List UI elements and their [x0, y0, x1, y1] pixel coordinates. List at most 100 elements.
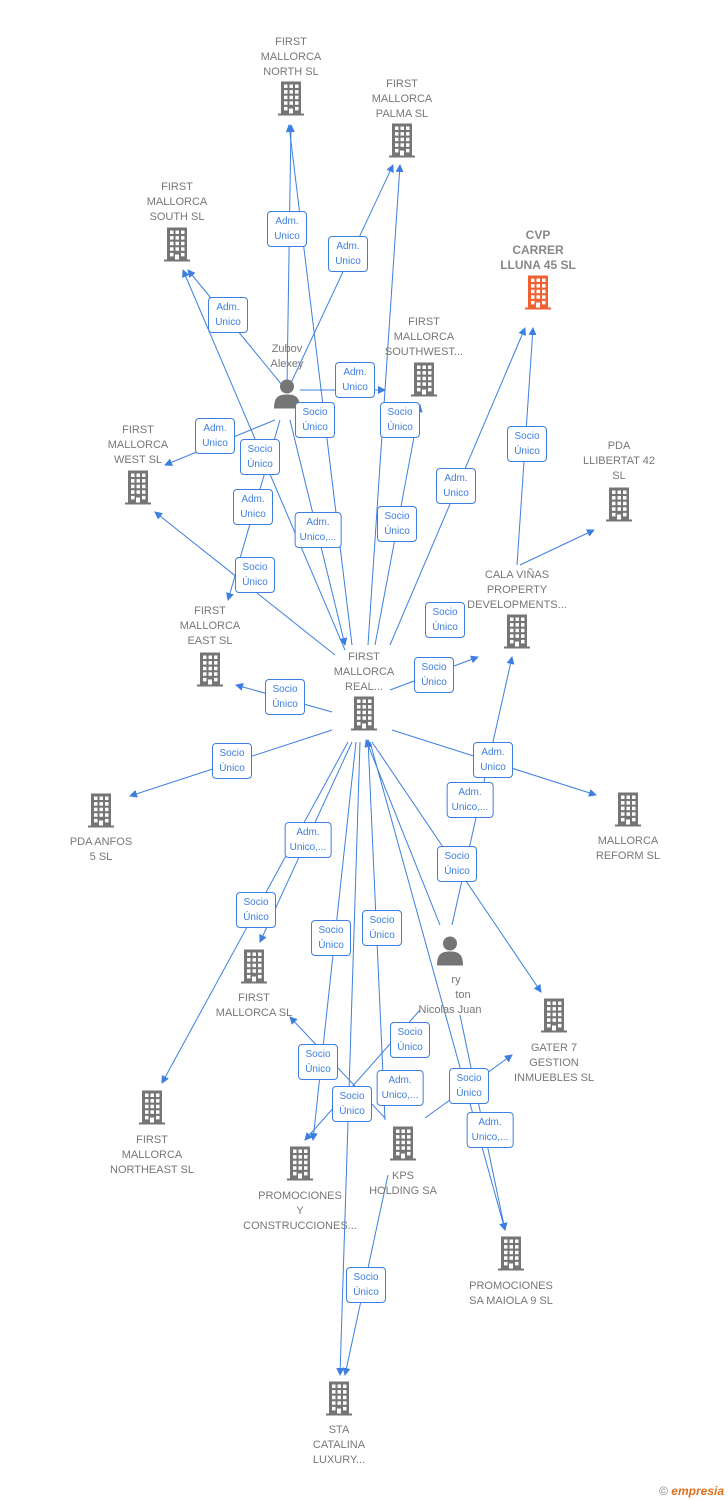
role-badge-text: Único	[353, 1287, 379, 1298]
role-badge-text: Adm.	[481, 747, 505, 758]
role-badge-text: Unico,...	[289, 842, 327, 853]
role-badge-text: Único	[302, 422, 328, 433]
role-badge-text: Socio	[444, 851, 470, 862]
brand-footer[interactable]: © empresia	[659, 1484, 724, 1498]
building-icon[interactable]	[139, 1090, 165, 1130]
role-badge-text: Único	[514, 446, 540, 457]
person-icon[interactable]	[436, 936, 464, 971]
role-badge-text: Adm.	[458, 787, 482, 798]
role-badge-text: Único	[305, 1064, 331, 1075]
building-icon[interactable]	[88, 793, 114, 833]
building-icon[interactable]	[390, 1126, 416, 1166]
role-badge-text: Unico,...	[299, 532, 337, 543]
role-badge-text: Adm.	[306, 517, 330, 528]
building-icon[interactable]	[241, 949, 267, 989]
role-badge-text: Socio	[353, 1272, 379, 1283]
role-badge[interactable]: Adm.Unico	[195, 418, 235, 454]
building-icon[interactable]	[125, 470, 151, 510]
relation-edge	[336, 741, 361, 1376]
role-badge-text: Unico	[240, 509, 266, 520]
role-badge-text: Único	[444, 866, 470, 877]
building-icon[interactable]	[504, 614, 530, 654]
role-badge-text: Unico,...	[471, 1132, 509, 1143]
role-badge-text: Socio	[243, 897, 269, 908]
role-badge-text: Socio	[219, 748, 245, 759]
role-badge-text: Socio	[432, 607, 458, 618]
building-icon[interactable]	[541, 998, 567, 1038]
building-icon[interactable]	[326, 1381, 352, 1421]
role-badge-text: Adm.	[241, 494, 265, 505]
role-badge-text: Unico	[443, 488, 469, 499]
role-badge-text: Único	[247, 459, 273, 470]
building-icon[interactable]	[278, 81, 304, 121]
role-badge-text: Socio	[369, 915, 395, 926]
building-icon[interactable]	[606, 487, 632, 527]
role-badge-text: Socio	[397, 1027, 423, 1038]
building-icon[interactable]	[498, 1236, 524, 1276]
role-badge-text: Unico	[215, 317, 241, 328]
role-badge-text: Adm.	[388, 1075, 412, 1086]
person-icon[interactable]	[273, 379, 301, 414]
role-badge-text: Único	[384, 526, 410, 537]
role-badge[interactable]: Adm. Unico	[473, 742, 513, 778]
role-badge-text: Adm.	[343, 367, 367, 378]
role-badge-text: Único	[369, 930, 395, 941]
relation-edge	[369, 741, 507, 1231]
role-badge-text: Adm.	[203, 423, 227, 434]
building-icon[interactable]	[389, 123, 415, 163]
role-badge[interactable]: Adm. Unico	[233, 489, 273, 525]
building-icon[interactable]	[197, 652, 223, 692]
role-badge-text: Único	[432, 622, 458, 633]
role-badge-text: Adm.	[336, 241, 360, 252]
role-badge[interactable]: Adm.Unico	[267, 211, 307, 247]
role-badge[interactable]: Adm.Unico,...	[446, 782, 494, 818]
role-badge-text: Único	[219, 763, 245, 774]
role-badge[interactable]: Adm.Unico	[328, 236, 368, 272]
building-icon[interactable]	[164, 227, 190, 267]
role-badge-text: Socio	[272, 684, 298, 695]
role-badge[interactable]: Adm.Unico	[436, 468, 476, 504]
role-badge-text: Único	[456, 1088, 482, 1099]
building-icon[interactable]	[287, 1146, 313, 1186]
role-badge[interactable]: Adm.Unico,...	[376, 1070, 424, 1106]
role-badge-text: Único	[421, 677, 447, 688]
role-badge[interactable]: Adm.Unico	[335, 362, 375, 398]
building-icon[interactable]	[615, 792, 641, 832]
role-badge-text: Único	[318, 940, 344, 951]
role-badge[interactable]: Adm. Unico,...	[294, 512, 342, 548]
building-icon[interactable]	[411, 362, 437, 402]
role-badge[interactable]: Adm.Unico	[208, 297, 248, 333]
role-badge-text: Socio	[305, 1049, 331, 1060]
role-badge[interactable]: Adm.Unico,...	[284, 822, 332, 858]
role-badge-text: Socio	[318, 925, 344, 936]
role-badge-text: Socio	[242, 562, 268, 573]
role-badge[interactable]: Adm.Unico,...	[466, 1112, 514, 1148]
copyright-symbol: ©	[659, 1484, 668, 1498]
building-icon[interactable]	[351, 696, 377, 736]
building-icon[interactable]	[525, 275, 551, 315]
role-badge-text: Único	[272, 699, 298, 710]
role-badge-text: Socio	[514, 431, 540, 442]
role-badge-text: Unico	[480, 762, 506, 773]
role-badge-text: Único	[387, 422, 413, 433]
